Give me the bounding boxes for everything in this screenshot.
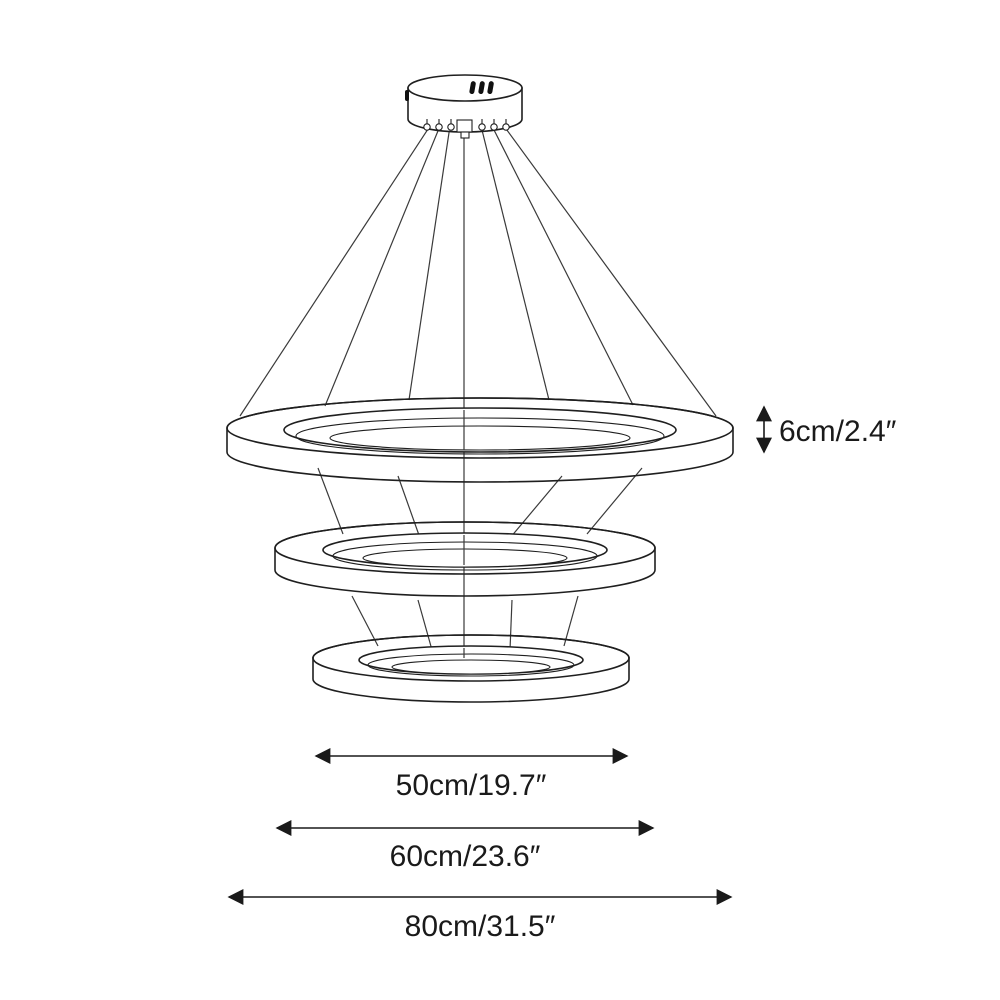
suspension-cable [417,599,433,651]
canopy-wire-gland [456,119,473,133]
top-ring [226,397,734,483]
vent-slot-icon [487,81,494,95]
diameter-medium-dimension: 60cm/23.6″ [275,820,655,873]
height-dimension: 6cm/2.4″ [756,405,897,454]
suspension-cable [317,467,344,535]
diameter-small-label: 50cm/19.7″ [396,769,547,802]
vent-slot-icon [469,81,476,95]
suspension-cable [509,475,563,539]
suspension-cable [491,125,634,406]
bottom-ring-inner-hole [391,659,551,675]
diameter-small-dimension: 50cm/19.7″ [314,748,629,802]
suspension-cable [509,599,513,651]
top-ring-rim [226,397,734,459]
connector-ball [478,123,486,131]
top-ring-inner-hole [329,425,631,451]
bottom-ring-rim [312,634,630,682]
middle-ring [274,521,656,597]
suspension-cable [397,475,421,539]
vent-slot-icon [478,81,485,95]
suspension-cable [563,595,579,647]
connector-ball [502,123,510,131]
top-ring-inner-wall [295,417,665,455]
vent-slot-icon [405,90,409,101]
connector-ball [447,123,455,131]
suspension-cable [239,125,431,417]
height-dimension-label: 6cm/2.4″ [779,415,897,448]
middle-ring-inner-hole [362,548,568,568]
canopy-wire-gland-tip [460,131,470,139]
ceiling-canopy [405,74,523,139]
suspension-cable [480,125,550,401]
diameter-large-label: 80cm/31.5″ [405,910,556,943]
suspension-cable [351,595,379,647]
bottom-ring-inner-wall [367,653,575,677]
diameter-large-dimension: 80cm/31.5″ [227,889,733,943]
bottom-ring [312,634,630,703]
suspension-cable [503,125,717,417]
canopy-top [407,74,523,102]
diameter-medium-label: 60cm/23.6″ [390,840,541,873]
canopy-vent-slots [405,81,494,101]
middle-ring-inner-wall [332,541,598,571]
suspension-cable [408,125,451,401]
canopy-cable-connectors [423,119,510,131]
suspension-cable [324,125,441,407]
connector-ball [423,123,431,131]
middle-ring-rim [274,521,656,575]
connector-ball [490,123,498,131]
suspension-cable [586,467,643,535]
connector-ball [435,123,443,131]
